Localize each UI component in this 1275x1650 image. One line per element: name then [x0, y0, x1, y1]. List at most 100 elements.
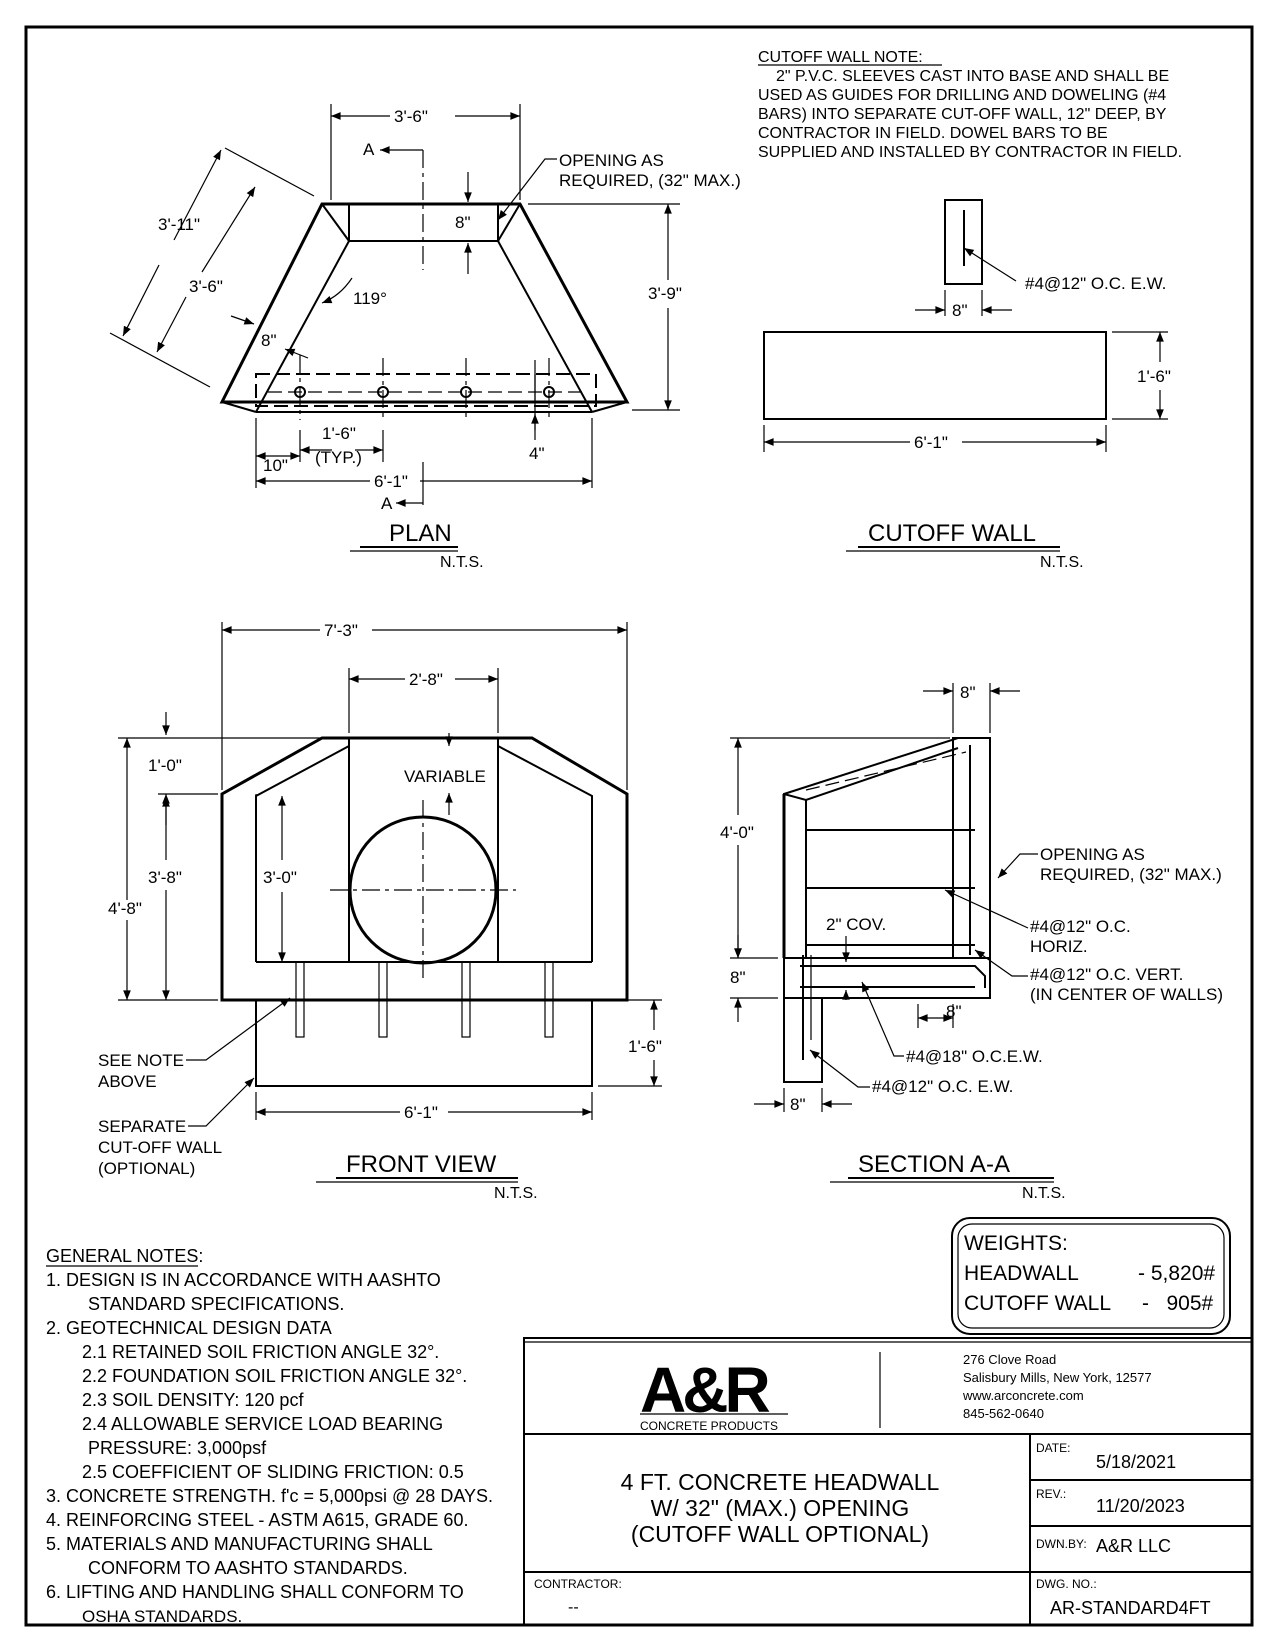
company-logo: A&R CONCRETE PRODUCTS — [640, 1354, 788, 1433]
plan-dim-edge: 10" — [263, 456, 288, 475]
section-horiz: #4@12" O.C. — [1030, 917, 1131, 936]
plan-angle: 119° — [353, 289, 387, 308]
section-scale: N.T.S. — [1022, 1185, 1066, 1202]
cutoff-height: 1'-6" — [1137, 367, 1171, 386]
weights-value: - 5,820# — [1138, 1262, 1215, 1285]
plan-outline — [219, 202, 630, 404]
cutoff-note-line: CONTRACTOR IN FIELD. DOWEL BARS TO BE — [758, 125, 1108, 142]
front-see-note: ABOVE — [98, 1072, 157, 1091]
front-dim-cutoff-height: 1'-6" — [628, 1037, 662, 1056]
section-cover: 2" COV. — [826, 915, 886, 934]
logo-text: A&R — [640, 1354, 769, 1426]
drawing-title: 4 FT. CONCRETE HEADWALL — [621, 1469, 940, 1495]
cutoff-wall-view: #4@12" O.C. E.W. 8" 1'-6" 6'-1" CUTOFF W… — [763, 199, 1171, 571]
plan-cutoff-dashed — [255, 373, 597, 407]
dwg-value: AR-STANDARD4FT — [1050, 1598, 1211, 1618]
cutoff-section — [944, 199, 983, 285]
plan-dim-diag-inner: 3'-6" — [189, 277, 223, 296]
section-horiz: HORIZ. — [1030, 937, 1088, 956]
contractor-value: -- — [568, 1599, 579, 1616]
front-separate: (OPTIONAL) — [98, 1159, 195, 1178]
plan-opening-note: OPENING AS — [559, 151, 664, 170]
front-variable: VARIABLE — [404, 767, 486, 786]
notes-line: CONFORM TO AASHTO STANDARDS. — [88, 1558, 408, 1578]
dwn-label: DWN.BY: — [1036, 1537, 1087, 1551]
section-opening-note: REQUIRED, (32" MAX.) — [1040, 865, 1222, 884]
plan-dim-spacing-typ: (TYP.) — [315, 448, 362, 467]
section-base — [783, 957, 991, 999]
notes-line: 2.3 SOIL DENSITY: 120 pcf — [82, 1390, 304, 1410]
notes-heading: GENERAL NOTES: — [46, 1246, 203, 1266]
plan-opening-note: REQUIRED, (32" MAX.) — [559, 171, 741, 190]
notes-line: 2.5 COEFFICIENT OF SLIDING FRICTION: 0.5 — [82, 1462, 464, 1482]
general-notes: GENERAL NOTES: 1. DESIGN IS IN ACCORDANC… — [46, 1246, 493, 1626]
dwn-value: A&R LLC — [1096, 1536, 1171, 1556]
front-view: 7'-3" 2'-8" VARIABLE 1'-0" 3'-8" 4'-8" 3… — [98, 621, 662, 1202]
cutoff-thickness: 8" — [952, 301, 968, 320]
notes-line: STANDARD SPECIFICATIONS. — [88, 1294, 344, 1314]
plan-dim-top: 3'-6" — [394, 107, 428, 126]
cutoff-rebar: #4@12" O.C. E.W. — [1025, 274, 1166, 293]
notes-line: 1. DESIGN IS IN ACCORDANCE WITH AASHTO — [46, 1270, 441, 1290]
notes-line: 3. CONCRETE STRENGTH. f'c = 5,000psi @ 2… — [46, 1486, 493, 1506]
plan-view: 3'-6" A 8" OPENING AS REQUIRED, (32" MAX… — [109, 104, 741, 571]
section-cut-bar: #4@12" O.C. E.W. — [872, 1077, 1013, 1096]
weights-label: HEADWALL — [964, 1262, 1079, 1285]
weights-heading: WEIGHTS: — [964, 1232, 1068, 1255]
notes-line: 4. REINFORCING STEEL - ASTM A615, GRADE … — [46, 1510, 468, 1530]
date-value: 5/18/2021 — [1096, 1452, 1176, 1472]
front-dim-cutoff-length: 6'-1" — [404, 1103, 438, 1122]
cutoff-title: CUTOFF WALL — [868, 520, 1036, 547]
plan-title: PLAN — [389, 520, 452, 547]
cutoff-note-heading: CUTOFF WALL NOTE: — [758, 49, 923, 66]
cutoff-elevation — [763, 331, 1107, 420]
section-cutoff — [783, 997, 823, 1083]
section-dim-height: 4'-0" — [720, 823, 754, 842]
plan-dim-wall: 8" — [261, 331, 277, 350]
front-dim-wing: 3'-8" — [148, 868, 182, 887]
section-dim-toe: 8" — [946, 1002, 962, 1021]
company-address: 276 Clove Road — [963, 1352, 1056, 1367]
plan-dim-total: 6'-1" — [374, 472, 408, 491]
front-separate: CUT-OFF WALL — [98, 1138, 222, 1157]
front-dim-total-height: 4'-8" — [108, 899, 142, 918]
drawing-title: W/ 32" (MAX.) OPENING — [651, 1495, 910, 1521]
company-address: www.arconcrete.com — [962, 1388, 1084, 1403]
section-dim-top: 8" — [960, 683, 976, 702]
front-title: FRONT VIEW — [346, 1151, 497, 1178]
section-view: 8" 4'-0" 8" 8" 8" 2" COV. OPENING AS REQ… — [720, 683, 1223, 1202]
notes-line: 5. MATERIALS AND MANUFACTURING SHALL — [46, 1534, 433, 1554]
weights-value: - 905# — [1142, 1292, 1214, 1315]
front-separate: SEPARATE — [98, 1117, 186, 1136]
notes-line: OSHA STANDARDS. — [82, 1607, 242, 1626]
plan-section-mark: A — [363, 140, 375, 159]
logo-sub: CONCRETE PRODUCTS — [640, 1419, 778, 1433]
cutoff-scale: N.T.S. — [1040, 554, 1084, 571]
plan-dim-diag-outer: 3'-11" — [158, 215, 200, 234]
date-label: DATE: — [1036, 1441, 1070, 1455]
front-see-note: SEE NOTE — [98, 1051, 184, 1070]
section-base-bar: #4@18" O.C.E.W. — [906, 1047, 1043, 1066]
front-dim-overall: 7'-3" — [324, 621, 358, 640]
plan-dim-spacing: 1'-6" — [322, 424, 356, 443]
cutoff-note-line: SUPPLIED AND INSTALLED BY CONTRACTOR IN … — [758, 144, 1182, 161]
cutoff-note-line: USED AS GUIDES FOR DRILLING AND DOWELING… — [758, 87, 1166, 104]
dwg-label: DWG. NO.: — [1036, 1577, 1097, 1591]
front-dim-top: 1'-0" — [148, 756, 182, 775]
plan-section-mark: A — [381, 494, 393, 513]
plan-scale: N.T.S. — [440, 554, 484, 571]
front-dim-inner: 3'-0" — [263, 868, 297, 887]
section-opening-note: OPENING AS — [1040, 845, 1145, 864]
company-address: Salisbury Mills, New York, 12577 — [963, 1370, 1152, 1385]
weights-label: CUTOFF WALL — [964, 1292, 1111, 1315]
section-vert: (IN CENTER OF WALLS) — [1030, 985, 1223, 1004]
front-scale: N.T.S. — [494, 1185, 538, 1202]
notes-line: 6. LIFTING AND HANDLING SHALL CONFORM TO — [46, 1582, 464, 1602]
plan-dim-offset: 4" — [529, 444, 545, 463]
plan-dim-topwall: 8" — [455, 213, 471, 232]
company-address: 845-562-0640 — [963, 1406, 1044, 1421]
section-vert: #4@12" O.C. VERT. — [1030, 965, 1183, 984]
notes-line: 2.2 FOUNDATION SOIL FRICTION ANGLE 32°. — [82, 1366, 467, 1386]
cutoff-wall-note: CUTOFF WALL NOTE: 2" P.V.C. SLEEVES CAST… — [758, 49, 1182, 161]
